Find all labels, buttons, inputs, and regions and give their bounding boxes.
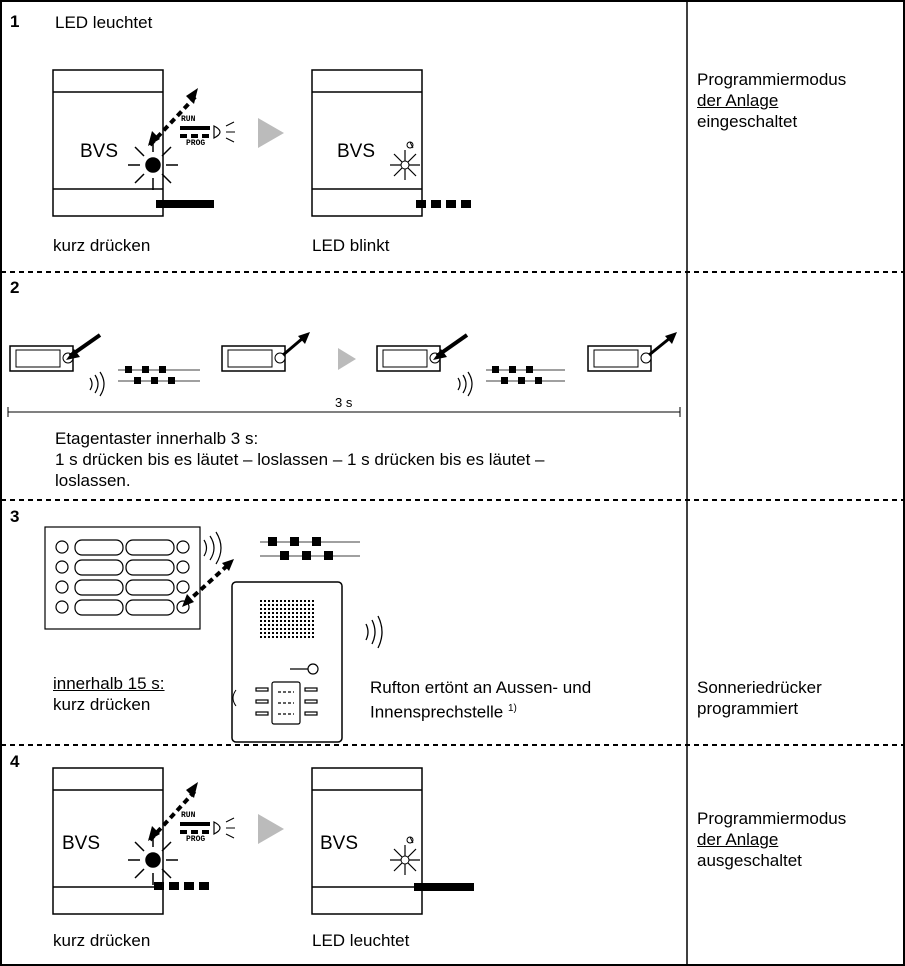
led-bar-solid: [414, 883, 474, 891]
bvs-device-before: [52, 69, 214, 217]
step4-result-line1: Programmiermodus: [697, 809, 847, 828]
timeline: [7, 407, 681, 417]
step2-text-line3: loslassen.: [55, 471, 131, 490]
intercom-controls-icon: [255, 663, 319, 725]
ring-text-line1: Rufton ertönt an Aussen- und: [370, 678, 592, 697]
led-burst-icon: [128, 140, 178, 190]
step1-result-line2: der Anlage: [697, 91, 779, 110]
step4-result-line2: der Anlage: [697, 830, 779, 849]
sound-wave-icon: [365, 615, 383, 649]
run-prog-switch-icon: [180, 817, 235, 839]
step3-caption-line2: kurz drücken: [53, 695, 151, 714]
step1-result-line1: Programmiermodus: [697, 70, 847, 89]
step4-result-line3: ausgeschaltet: [697, 851, 802, 870]
press-arrow-icon: [148, 88, 198, 147]
next-arrow-icon: [258, 118, 284, 148]
step4-caption-left: kurz drücken: [53, 931, 151, 950]
press-arrow-icon: [148, 782, 198, 842]
press-arrow-icon: [182, 559, 234, 607]
step-number-3: 3: [10, 507, 20, 526]
step2-text-line2: 1 s drücken bis es läutet – loslassen – …: [55, 450, 545, 469]
sound-wave-icon: [457, 371, 473, 397]
speaker-grille: [260, 600, 314, 638]
step3-result-line2: programmiert: [697, 699, 799, 718]
run-label: RUN: [181, 811, 196, 820]
bvs-label: BVS: [337, 141, 376, 162]
prog-label: PROG: [186, 835, 206, 844]
next-arrow-icon: [258, 814, 284, 844]
led-blink-dashes: [154, 882, 209, 890]
timeline-label: 3 s: [335, 395, 353, 410]
bvs-device-before: [52, 767, 209, 915]
step3-result-line1: Sonneriedrücker: [697, 678, 822, 697]
floor-button-press-icon: [9, 333, 102, 372]
step-number-1: 1: [10, 12, 20, 31]
led-bar-solid: [156, 200, 214, 208]
intercom-station-icon: [231, 581, 343, 743]
bvs-device-after: [311, 767, 474, 915]
step1-result-line3: eingeschaltet: [697, 112, 798, 131]
sound-wave-icon: [203, 531, 222, 565]
step1-caption-left: kurz drücken: [53, 236, 151, 255]
step2-text-line1: Etagentaster innerhalb 3 s:: [55, 429, 259, 448]
floor-button-release-icon: [221, 332, 310, 372]
button-panel-icon: [44, 526, 201, 630]
step1-heading: LED leuchtet: [55, 13, 153, 32]
led-blink-dashes: [416, 200, 471, 208]
signal-pattern-icon: [486, 366, 565, 384]
signal-pattern-icon: [260, 537, 360, 560]
signal-pattern-icon: [118, 366, 200, 384]
floor-button-press-icon: [376, 333, 469, 372]
step4-caption-right: LED leuchtet: [312, 931, 410, 950]
run-label: RUN: [181, 115, 196, 124]
bvs-label: BVS: [62, 833, 101, 854]
next-arrow-icon: [338, 348, 356, 370]
bvs-label: BVS: [80, 141, 119, 162]
prog-label: PROG: [186, 139, 206, 148]
bvs-label: BVS: [320, 833, 359, 854]
sound-wave-icon: [89, 371, 105, 397]
bvs-device-after: [311, 69, 471, 217]
footnote-marker: 1): [508, 703, 517, 714]
step3-caption-line1: innerhalb 15 s:: [53, 674, 165, 693]
step1-caption-right: LED blinkt: [312, 236, 390, 255]
step-number-2: 2: [10, 278, 20, 297]
run-prog-switch-icon: [180, 121, 235, 143]
ring-text-line2: Innensprechstelle 1): [370, 702, 517, 722]
floor-button-release-icon: [587, 332, 677, 372]
led-burst-icon: [128, 835, 178, 885]
step-number-4: 4: [10, 752, 20, 771]
